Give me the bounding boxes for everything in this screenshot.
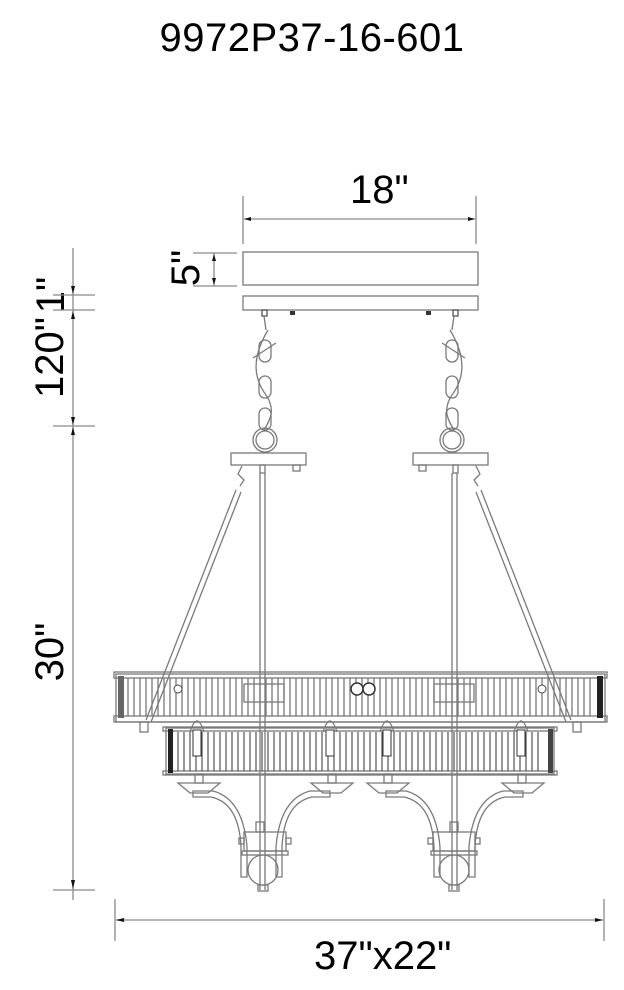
left-chain [252,315,278,453]
right-hanger-bar [412,452,489,487]
right-chain [439,315,466,453]
canopy-width-label: 18" [350,168,409,212]
model-number-title: 9972P37-16-601 [159,16,465,60]
upper-crystal-tier [113,671,608,733]
left-hanger-bar [230,452,307,487]
fixture-footprint-label: 37"x22" [314,934,452,978]
candle-arms [192,790,524,878]
canopy-width-dimension [242,196,477,244]
canopy [242,251,479,317]
candle-cups [176,773,546,794]
height-dimension-line [53,248,95,900]
suspension-rods [145,473,572,890]
center-hubs [238,821,481,892]
canopy-height-dimension [193,252,237,287]
lower-crystal-tier [162,720,558,776]
fixture-width-dimension [114,899,605,941]
